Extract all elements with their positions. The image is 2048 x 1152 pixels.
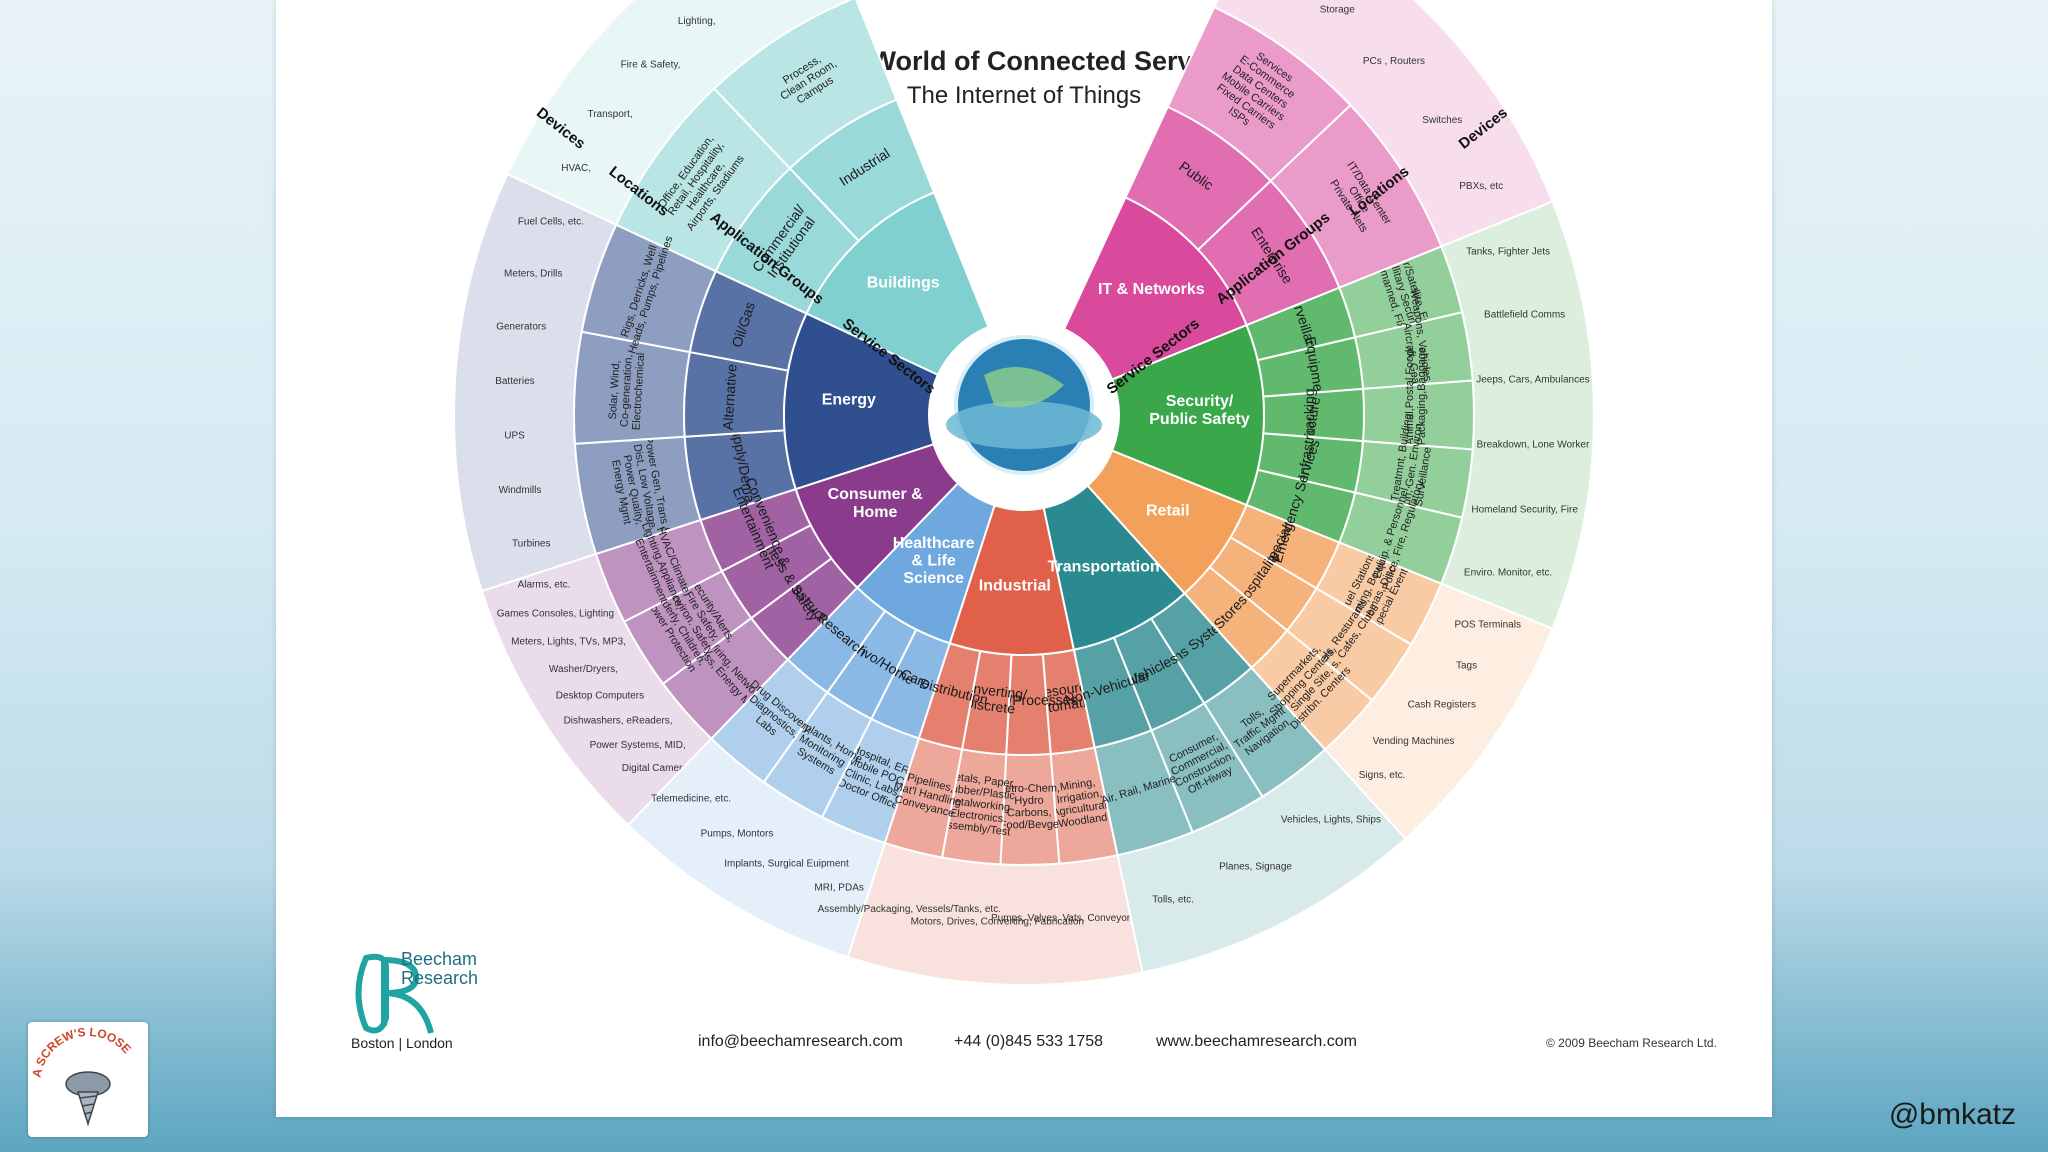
footer-website: www.beechamresearch.com [1156,1033,1357,1050]
sector-label-energy: Energy [822,391,876,408]
device-label-security: Homeland Security, Fire [1471,504,1578,515]
device-label-retail: Tags [1456,660,1477,671]
location-label-industrial: Mining,Irrigation,Agricultural,Woodland [1048,775,1112,831]
device-label-healthcare: Pumps, Montors [701,829,774,840]
sector-energy [783,312,940,491]
sector-label-industrial: Industrial [979,577,1051,594]
sector-label-transportation: Transportation [1048,558,1160,575]
screw-badge: A SCREW'S LOOSE [28,1022,148,1137]
device-label-healthcare: Telemedicine, etc. [651,793,731,804]
page-subtitle: The Internet of Things [906,82,1142,109]
app-group-label-security: Tracking [1301,388,1317,441]
screw-icon: A SCREW'S LOOSE [29,1025,134,1127]
device-label-buildings: Fire & Safety, [621,60,681,71]
sector-industrial [948,504,1076,656]
sector-label-it: IT & Networks [1098,281,1205,298]
footer-email: info@beechamresearch.com [698,1033,903,1050]
device-label-consumer: Digital Cameras, [622,763,696,774]
globe-land-icon [984,367,1064,408]
infographic-card: M2M World of Connected Services The Inte… [276,0,1772,1117]
device-label-consumer: Washer/Dryers, [549,664,618,675]
device-label-it: PCs , Routers [1363,56,1425,67]
device-label-energy: Windmills [499,485,542,496]
device-label-it: Switches [1422,115,1462,126]
globe-base-icon [946,401,1102,449]
device-label-energy: Generators [496,322,546,333]
device-label-energy: UPS [504,431,525,442]
sector-buildings [805,191,990,377]
sector-label-buildings: Buildings [867,275,940,292]
sector-it [1062,196,1248,381]
device-label-consumer: Games Consoles, Lighting [497,608,614,619]
logo-cities: Boston | London [351,1035,453,1051]
sector-wheel: Office, Education,Retail, Hospitality,He… [453,0,1595,986]
sector-label-security: Security/Public Safety [1149,393,1250,428]
device-label-buildings: Lighting, [678,16,716,27]
device-label-buildings: HVAC, [561,163,591,174]
device-label-healthcare: MRI, PDAs [814,882,863,893]
device-label-buildings: Transport, [587,109,632,120]
badge-text: A SCREW'S LOOSE [29,1025,133,1079]
device-label-energy: Turbines [512,538,551,549]
sector-security [1110,323,1265,507]
device-label-transportation: Planes, Signage [1219,861,1292,872]
device-label-retail: POS Terminals [1454,619,1521,630]
device-label-consumer: Desktop Computers [556,690,644,701]
app-group-label-energy: Alternative [720,363,740,430]
beecham-logo-icon [355,953,434,1034]
device-label-security: Breakdown, Lone Worker [1477,440,1590,451]
device-label-energy: Fuel Cells, etc. [518,217,584,228]
sector-label-retail: Retail [1146,503,1190,520]
sector-healthcare [855,481,996,645]
sector-retail [1086,449,1248,595]
sector-consumer [794,443,960,590]
device-label-energy: Batteries [495,376,534,387]
device-label-security: Battlefield Comms [1484,310,1565,321]
device-label-consumer: Meters, Lights, TVs, MP3, [511,637,626,648]
svg-text:A SCREW'S LOOSE: A SCREW'S LOOSE [29,1025,133,1079]
device-label-retail: Cash Registers [1408,700,1476,711]
device-label-security: Enviro. Monitor, etc. [1464,567,1552,578]
device-label-healthcare: Implants, Surgical Euipment [724,858,849,869]
device-label-energy: Meters, Drills [504,268,562,279]
sector-transportation [1042,484,1187,651]
device-label-transportation: Vehicles, Lights, Ships [1281,814,1381,825]
sector-label-consumer: Consumer &Home [828,486,924,521]
device-label-security: Tanks, Fighter Jets [1466,247,1550,258]
device-label-industrial: Motors, Drives, Converting, Fabrication [911,916,1084,927]
device-label-consumer: Dishwashers, eReaders, [564,716,673,727]
device-label-it: Storage [1320,5,1355,16]
location-label-energy: Solar, Wind,Co-generation,Electrochemica… [606,351,647,431]
device-label-consumer: Alarms, etc. [518,579,571,590]
device-label-retail: Signs, etc. [1359,770,1406,781]
device-label-retail: Vending Machines [1373,736,1455,747]
device-label-security: Jeeps, Cars, Ambulances [1476,374,1589,385]
device-label-industrial: Pumps, Valves, Vats, Conveyors, Pipeline… [991,913,1181,924]
device-label-it: PBXs, etc [1459,181,1503,192]
logo-name: Beecham Research [401,949,479,988]
device-label-transportation: Tolls, etc. [1152,895,1194,906]
footer-copyright: © 2009 Beecham Research Ltd. [1546,1036,1717,1050]
location-label-industrial: Petro-Chem,HydroCarbons,Food/Bevge [998,782,1061,831]
footer-phone: +44 (0)845 533 1758 [954,1033,1104,1050]
twitter-handle: @bmkatz [1888,1098,2016,1131]
device-label-consumer: Power Systems, MID, [590,740,686,751]
device-label-industrial: Assembly/Packaging, Vessels/Tanks, etc. [818,904,1001,915]
